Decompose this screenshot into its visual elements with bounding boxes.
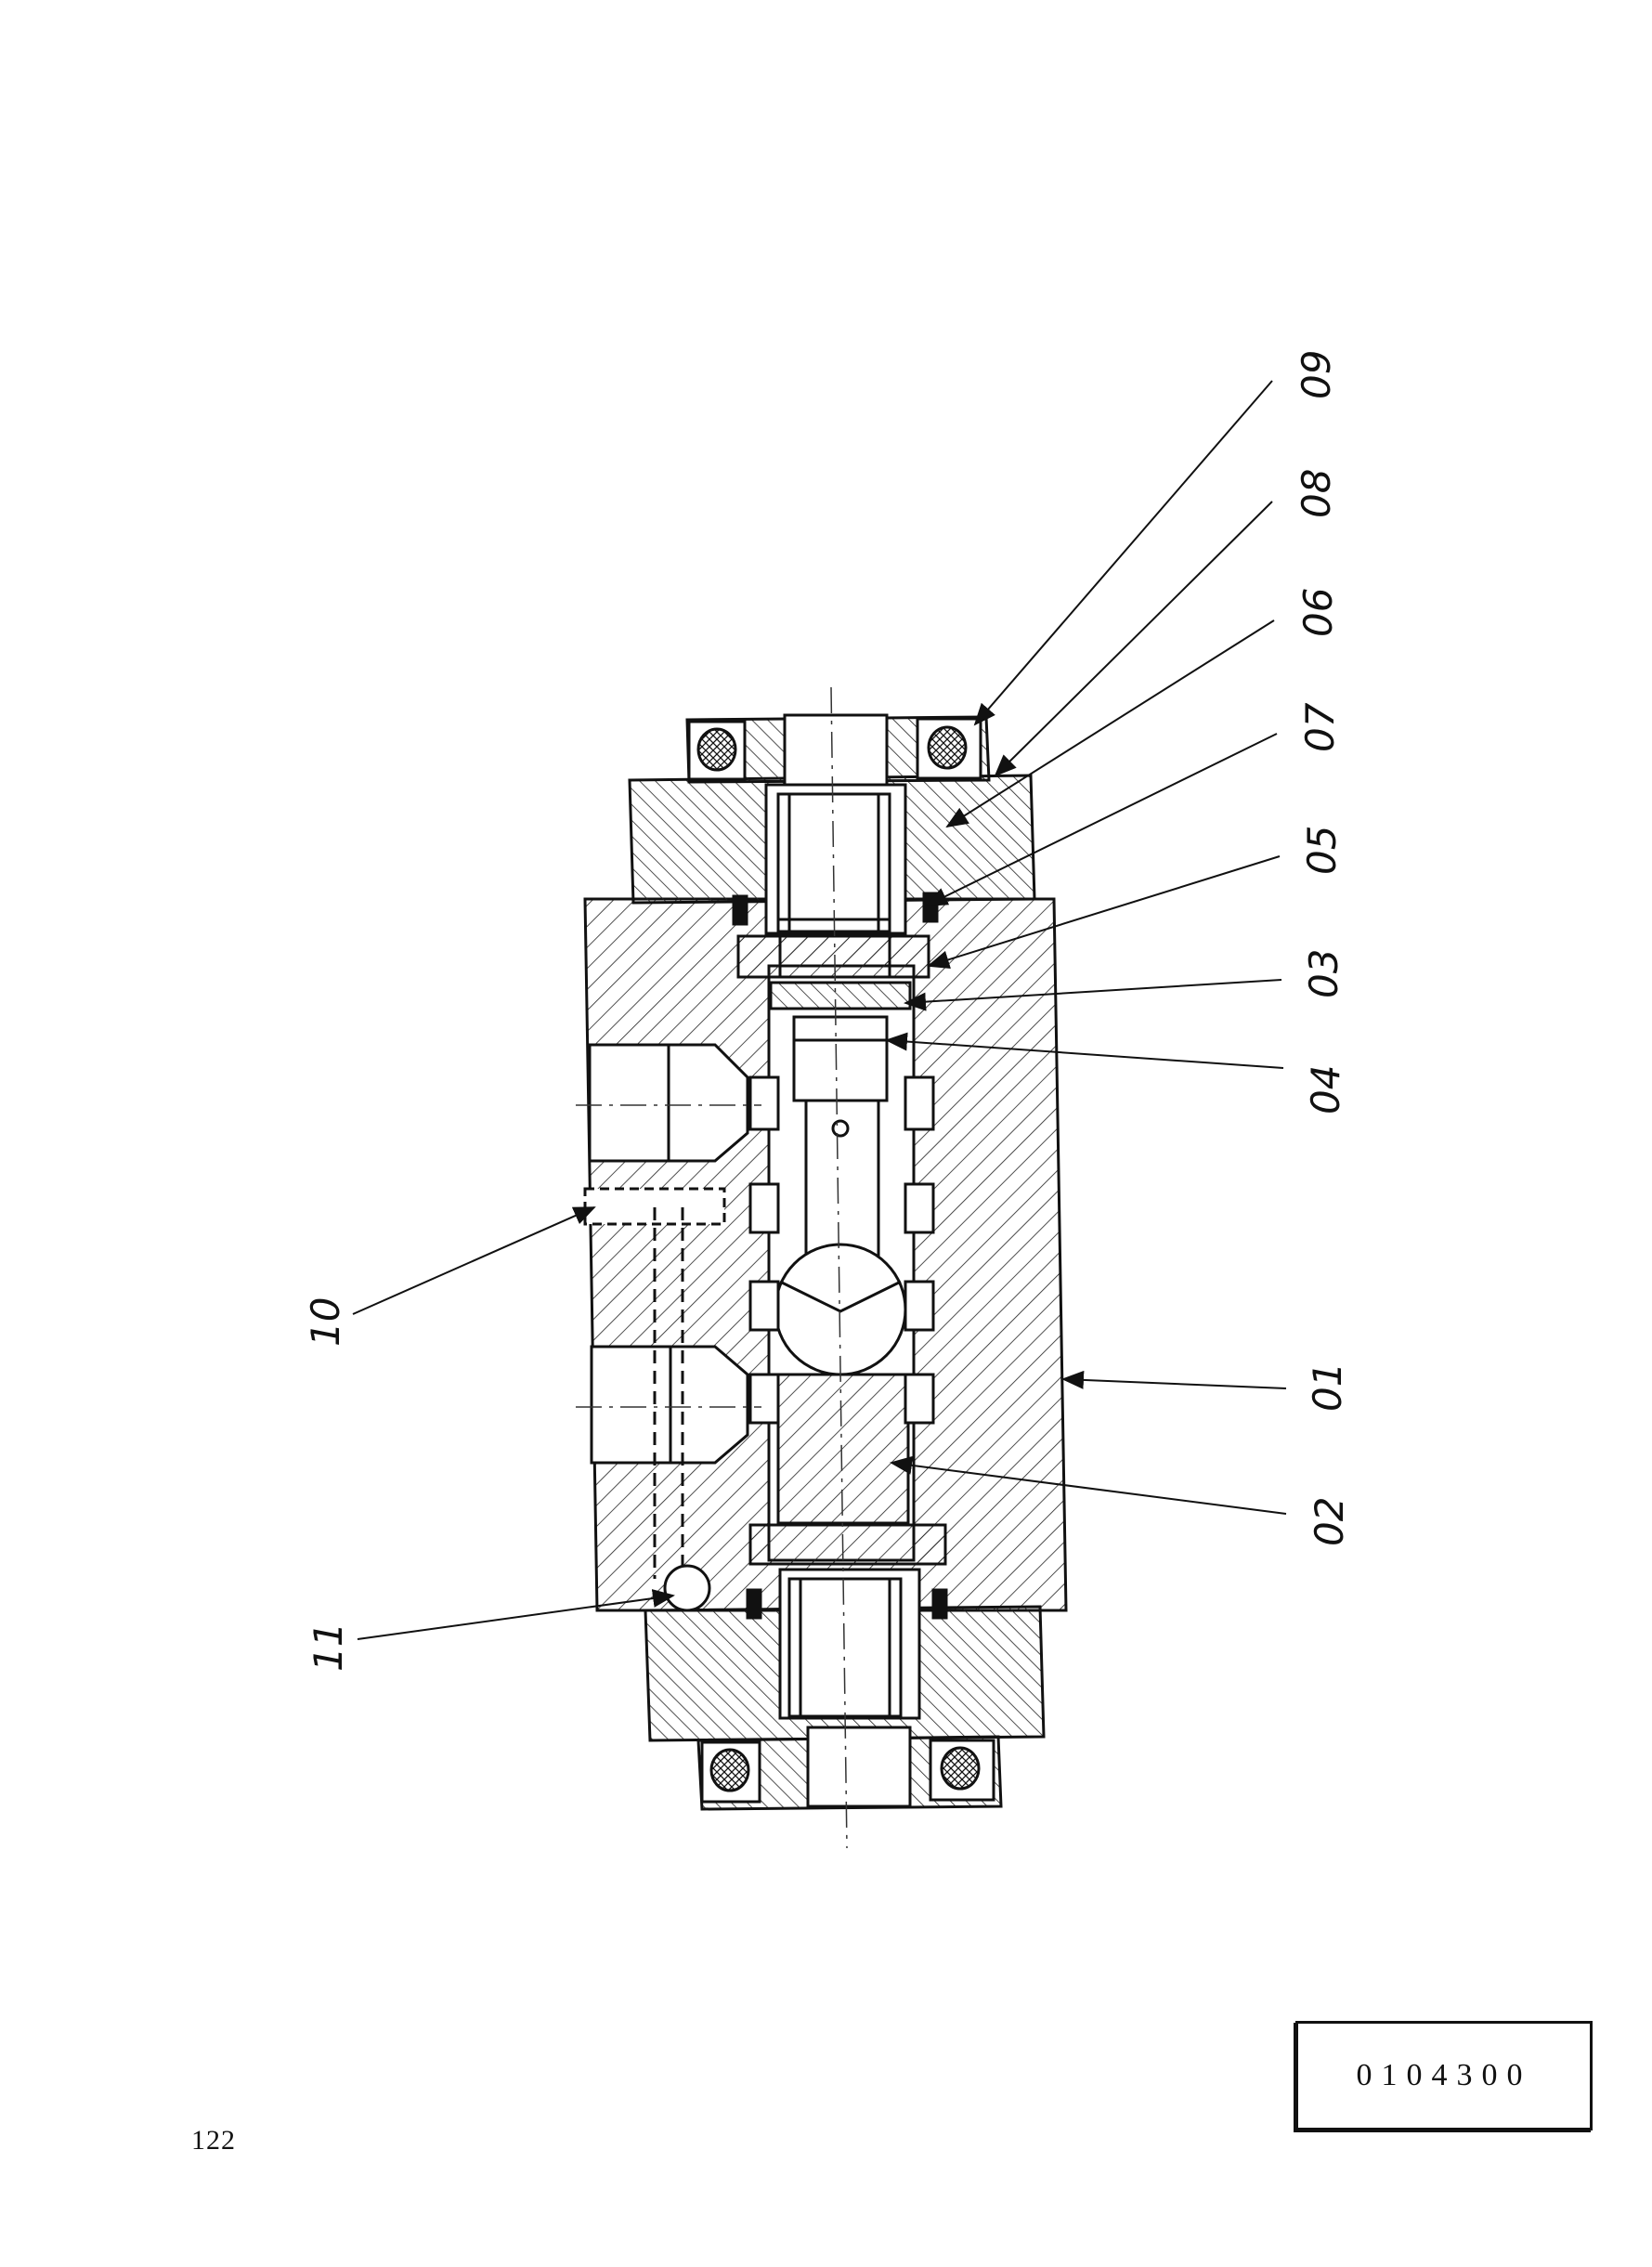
centerlines (576, 686, 848, 1849)
leader-lines (352, 380, 1287, 1640)
top-end-cap (628, 713, 1036, 979)
callout-03: 03 (1301, 949, 1346, 998)
part-number: 0104300 (1356, 2058, 1532, 2092)
callout-06: 06 (1295, 588, 1341, 637)
callout-07: 07 (1297, 702, 1343, 752)
callout-02: 02 (1307, 1497, 1352, 1546)
page-number: 122 (191, 2125, 236, 2156)
part-number-box: 0104300 (1295, 2021, 1593, 2130)
side-ports (583, 1043, 749, 1612)
callout-09: 09 (1294, 350, 1339, 399)
spool-assembly (748, 981, 935, 1525)
callout-05: 05 (1299, 826, 1345, 875)
callout-08: 08 (1294, 469, 1339, 518)
callout-10: 10 (303, 1297, 348, 1347)
callout-04: 04 (1303, 1065, 1348, 1114)
callout-01: 01 (1305, 1362, 1350, 1412)
callout-labels: 09 08 06 07 05 03 04 10 01 02 11 (303, 350, 1352, 1672)
callout-11: 11 (306, 1622, 351, 1672)
